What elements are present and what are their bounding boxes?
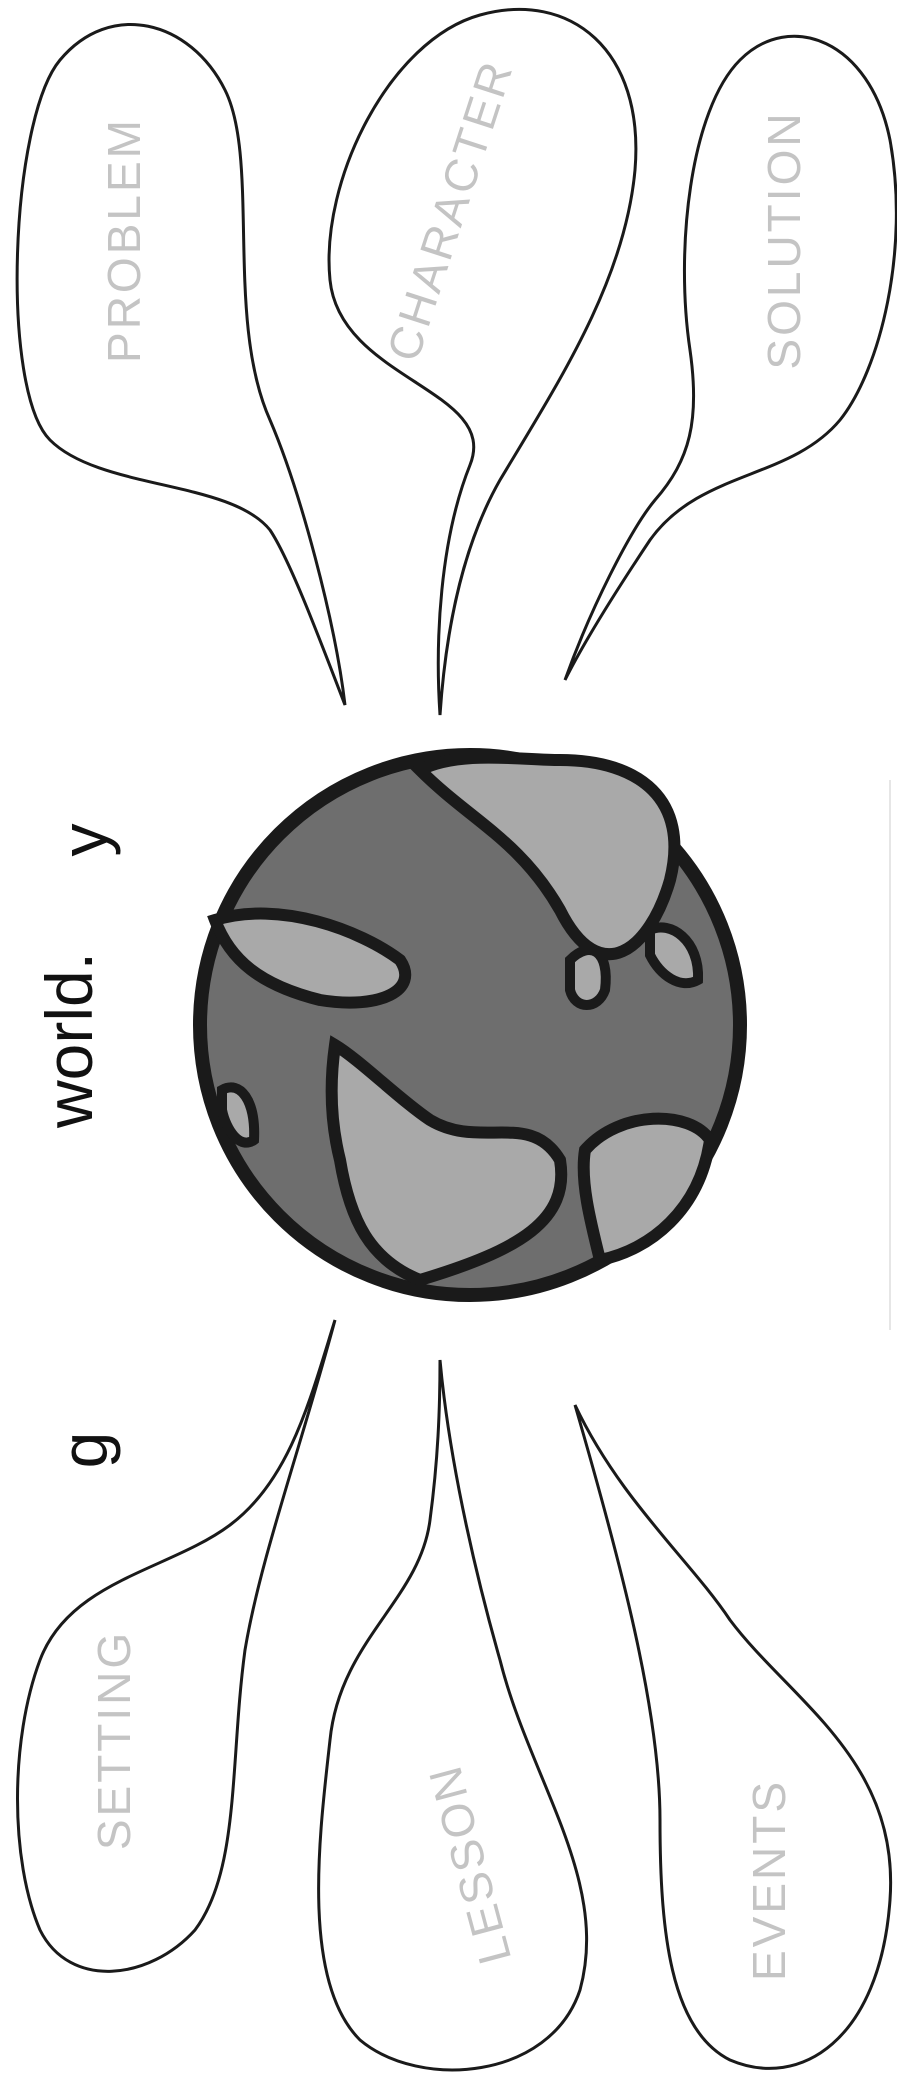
bubble-setting-outline	[18, 1320, 336, 1971]
bubble-problem-outline	[17, 24, 345, 705]
heading-main-word: world.	[32, 952, 106, 1129]
bubble-problem: PROBLEM	[17, 24, 345, 705]
heading-fragment-top: y	[47, 824, 121, 857]
bubble-setting: SETTING	[18, 1320, 336, 1971]
bubble-solution-outline	[565, 36, 896, 680]
bubble-lesson-label: LESSON	[418, 1759, 521, 1970]
globe-island-small	[570, 950, 606, 1005]
globe-land-right	[584, 1119, 710, 1260]
bubble-character-label: CHARACTER	[377, 53, 523, 367]
bubble-character: CHARACTER	[329, 9, 636, 715]
bubble-solution: SOLUTION	[565, 36, 896, 680]
bubble-events-label: EVENTS	[743, 1779, 795, 1981]
bubble-lesson: LESSON	[319, 1360, 587, 2070]
heading-fragment-bottom: g	[47, 1432, 121, 1469]
globe-icon	[200, 755, 740, 1295]
bubble-events-outline	[575, 1405, 891, 2068]
bubble-setting-label: SETTING	[88, 1630, 140, 1850]
globe-island-west	[222, 1087, 254, 1142]
bubble-solution-label: SOLUTION	[758, 110, 810, 369]
bubble-problem-label: PROBLEM	[98, 117, 150, 363]
bubble-events: EVENTS	[575, 1405, 891, 2068]
bubble-lesson-outline	[319, 1360, 587, 2070]
